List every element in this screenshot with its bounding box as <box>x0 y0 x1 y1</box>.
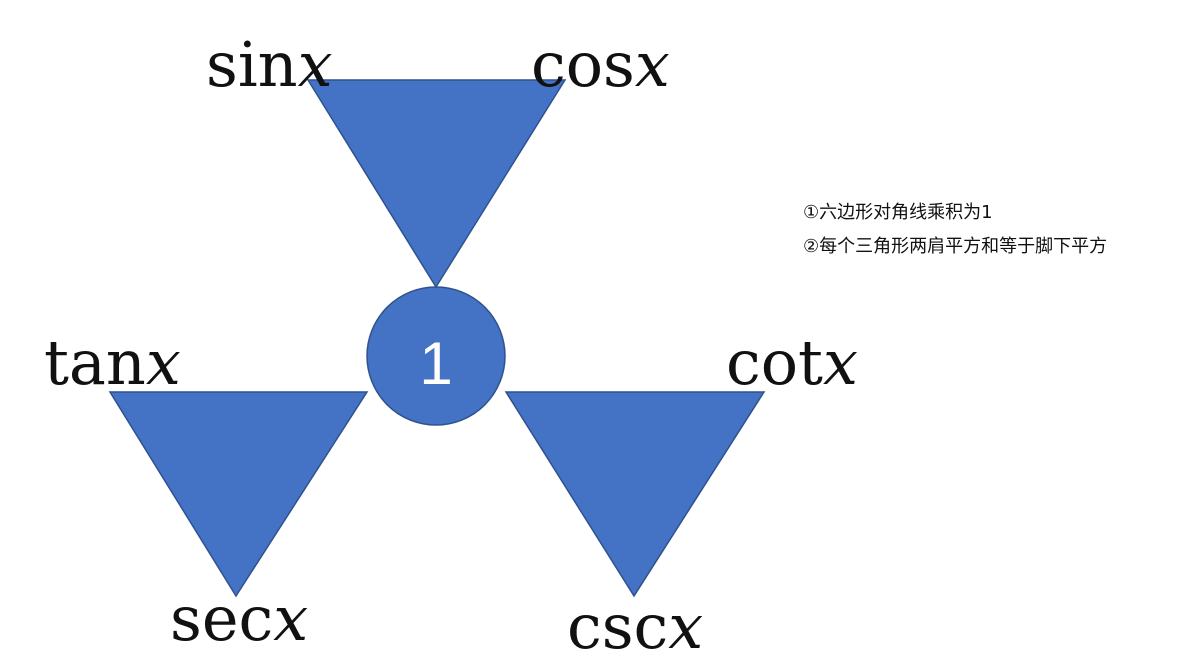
label-csc: cscx <box>567 596 703 658</box>
top-triangle <box>306 79 567 289</box>
label-cos-var: x <box>634 28 670 101</box>
center-circle <box>366 286 506 426</box>
label-sin-var: x <box>297 28 333 101</box>
label-tan: tanx <box>44 332 181 394</box>
label-cos: cosx <box>531 34 670 96</box>
label-cot-name: cot <box>726 326 823 399</box>
rule-note-2: ②每个三角形两肩平方和等于脚下平方 <box>803 236 1108 257</box>
label-tan-var: x <box>145 326 181 399</box>
label-sec-name: sec <box>170 582 274 655</box>
label-cot: cotx <box>726 332 858 394</box>
right-triangle <box>504 391 766 598</box>
center-value: 1 <box>419 330 452 397</box>
left-triangle <box>108 391 369 598</box>
label-cot-var: x <box>822 326 858 399</box>
label-tan-name: tan <box>44 326 146 399</box>
rule-note-1: ①六边形对角线乘积为1 <box>803 202 993 223</box>
label-cos-name: cos <box>531 28 635 101</box>
label-sin: sinx <box>206 34 333 96</box>
label-csc-name: csc <box>567 590 669 663</box>
label-csc-var: x <box>668 590 704 663</box>
label-sec: secx <box>170 588 308 650</box>
label-sin-name: sin <box>206 28 298 101</box>
label-sec-var: x <box>273 582 309 655</box>
rule-notes: ①六边形对角线乘积为1 ②每个三角形两肩平方和等于脚下平方 <box>803 196 1107 264</box>
